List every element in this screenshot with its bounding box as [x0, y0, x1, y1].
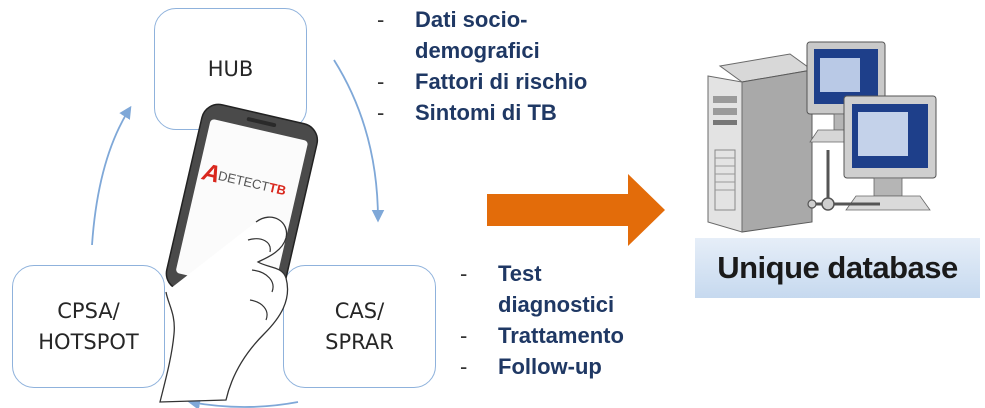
- server-tower: [707, 53, 814, 233]
- clinical-step-item: Trattamento: [460, 320, 680, 351]
- clinical-step-item: diagnostici: [498, 292, 615, 317]
- hub-label: HUB: [207, 56, 254, 81]
- cpsa-label-line2: HOTSPOT: [38, 329, 139, 354]
- collected-data-item: Fattori di rischio: [377, 66, 647, 97]
- collected-data-item: demografici: [415, 38, 540, 63]
- computer-monitor-front: [843, 95, 937, 211]
- clinical-steps-list: Test diagnostici Trattamento Follow-up: [460, 258, 680, 382]
- collected-data-item: Sintomi di TB: [377, 97, 647, 128]
- collected-data-list: Dati socio- demografici Fattori di risch…: [377, 4, 647, 128]
- phone-logo-a-icon: A: [199, 158, 223, 188]
- cpsa-hotspot-node: CPSA/ HOTSPOT: [12, 265, 165, 388]
- hub-node: HUB: [154, 8, 307, 130]
- hand-outline: [159, 216, 289, 403]
- arrow-cas-to-cpsa: [187, 397, 299, 408]
- cas-label-line1: CAS/: [334, 299, 385, 324]
- collected-data-item: Dati socio-: [377, 4, 647, 35]
- cpsa-label-line1: CPSA/: [57, 299, 120, 324]
- cas-label-line2: SPRAR: [325, 329, 394, 354]
- clinical-step-item: Test: [460, 258, 680, 289]
- phone-logo-suffix: TB: [267, 180, 287, 199]
- arrow-hub-to-cas: [333, 59, 385, 223]
- finger-lines: [247, 238, 274, 321]
- database-label: Unique database: [695, 238, 980, 298]
- arrow-cpsa-to-hub: [91, 105, 132, 246]
- cas-sprar-node: CAS/ SPRAR: [283, 265, 436, 388]
- clinical-step-item: Follow-up: [460, 351, 680, 382]
- database-label-text: Unique database: [717, 250, 958, 285]
